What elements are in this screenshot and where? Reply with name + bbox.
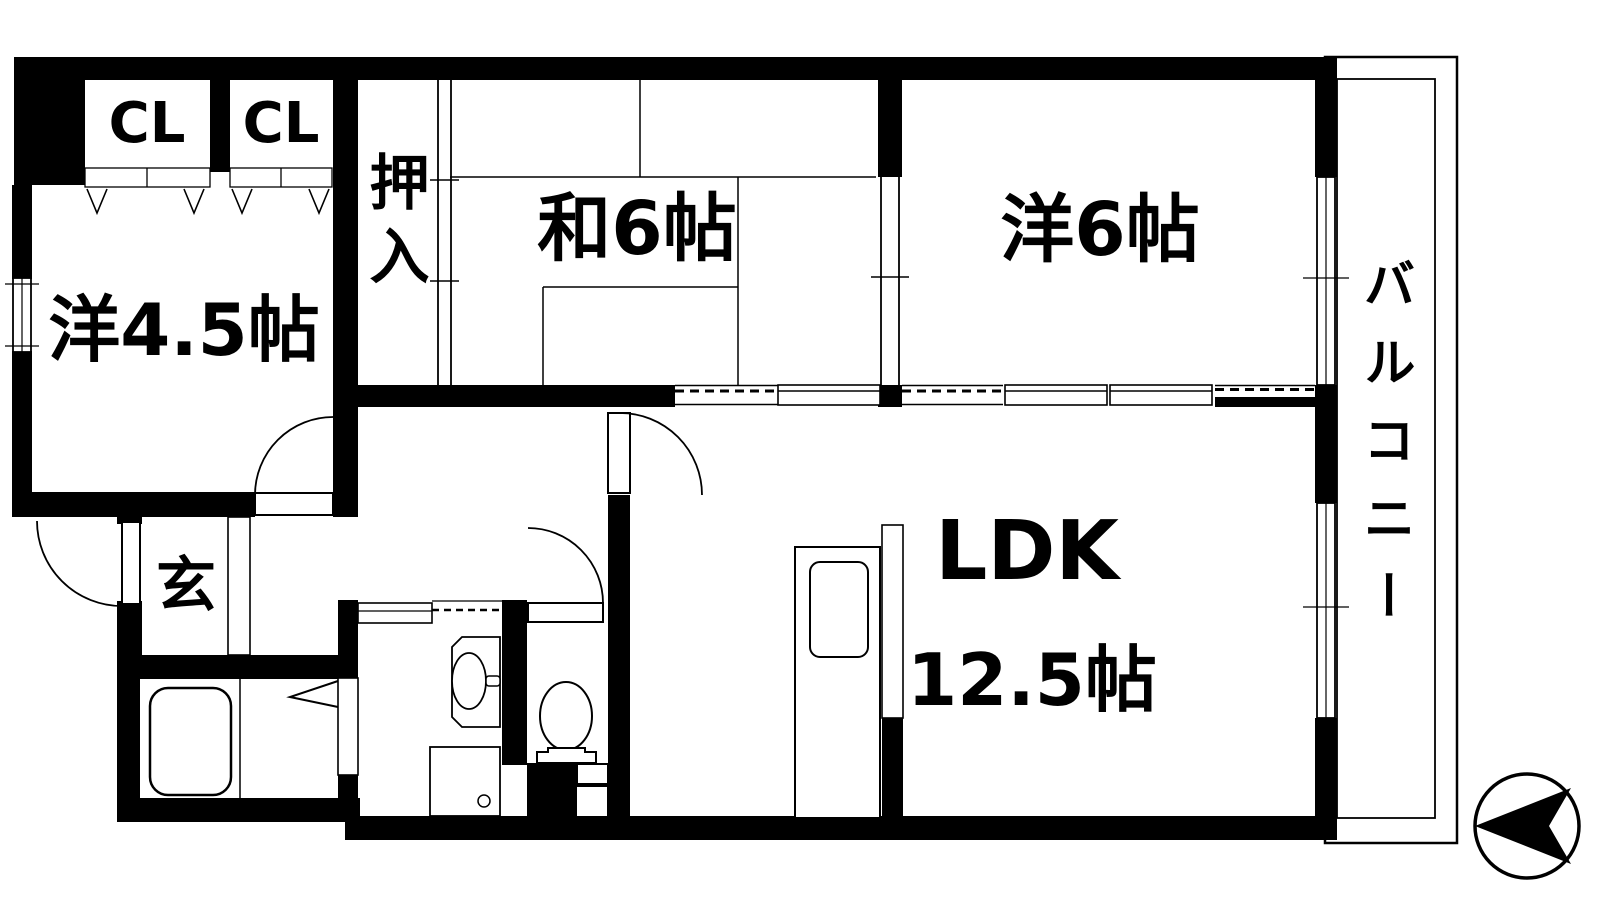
balcony-window-ldk-icon bbox=[1303, 502, 1349, 719]
fixtures bbox=[148, 524, 1581, 880]
western45-door-icon bbox=[254, 416, 334, 516]
sliding-partition-band bbox=[675, 384, 1315, 407]
tatami-lines bbox=[450, 80, 876, 385]
entry-door-icon bbox=[36, 520, 141, 607]
genkan-step bbox=[227, 516, 251, 656]
toilet-icon bbox=[536, 681, 597, 764]
room-label-entrance: 玄 bbox=[156, 551, 216, 621]
kitchen-unit bbox=[794, 524, 904, 819]
ldk-door-icon bbox=[607, 412, 703, 496]
compass-icon bbox=[1473, 772, 1581, 880]
closet-label-right: CL bbox=[242, 91, 320, 156]
room-label-oshiire: 押入 bbox=[359, 151, 429, 299]
room-label-western45: 洋4.5帖 bbox=[48, 288, 320, 372]
window-icon bbox=[5, 277, 39, 353]
fusuma-oshiire-icon bbox=[430, 79, 459, 387]
bathtub-icon bbox=[148, 679, 241, 798]
balcony-outline bbox=[1323, 55, 1459, 845]
closet-label-left: CL bbox=[108, 91, 186, 156]
bath-folding-door-icon bbox=[286, 677, 359, 776]
kitchen-sink-icon bbox=[809, 561, 869, 658]
pipe-space bbox=[577, 765, 607, 816]
kitchen-side-panel bbox=[881, 524, 904, 719]
toilet-door-icon bbox=[527, 527, 604, 623]
washroom-sliding-door-icon bbox=[357, 600, 502, 624]
room-label-japanese6: 和6帖 bbox=[537, 186, 737, 272]
hanger-marks bbox=[86, 188, 330, 216]
vanity-sink-icon bbox=[451, 636, 501, 728]
balcony-window-west6-icon bbox=[1303, 176, 1349, 386]
room-label-balcony: バルコニー bbox=[1354, 257, 1414, 647]
room-label-ldk: LDK bbox=[935, 504, 1119, 599]
room-label-ldk-size: 12.5帖 bbox=[907, 638, 1157, 722]
windows-and-sliders bbox=[5, 79, 1349, 719]
closet-details bbox=[84, 167, 333, 216]
washing-machine-icon bbox=[429, 746, 501, 817]
fusuma-room-divider-icon bbox=[871, 177, 909, 385]
doors bbox=[36, 412, 703, 776]
room-label-western6: 洋6帖 bbox=[1000, 187, 1200, 273]
